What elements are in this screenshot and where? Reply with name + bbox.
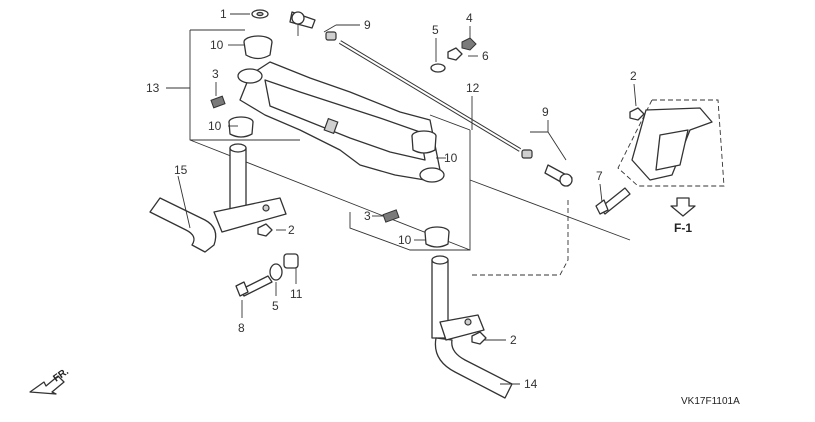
callout-10-mid-left: 10 (208, 119, 222, 133)
callout-12: 12 (466, 81, 480, 95)
front-axle-beam (237, 61, 445, 183)
grease-fitting-mid (382, 209, 400, 223)
mount-bracket (617, 99, 725, 187)
spindle-right (431, 255, 513, 399)
washer-top (251, 9, 269, 19)
callout-3-top: 3 (212, 67, 219, 81)
callout-9-right: 9 (542, 105, 549, 119)
callout-13: 13 (146, 81, 160, 95)
callout-3-mid: 3 (364, 209, 371, 223)
callout-10-mid-right: 10 (444, 151, 458, 165)
leader-lines (166, 13, 637, 385)
callout-2-left: 2 (288, 223, 295, 237)
bushing-bottom-right (424, 226, 450, 248)
nut-2-right (471, 331, 487, 345)
washer-5-bottom (269, 263, 283, 281)
nut-2-bracket (629, 107, 645, 121)
callout-6: 6 (482, 49, 489, 63)
collar-11 (283, 253, 299, 269)
callout-10-bottom: 10 (398, 233, 412, 247)
callout-7: 7 (596, 169, 603, 183)
nut-2-left (257, 223, 273, 237)
nut-6 (447, 47, 463, 61)
callout-1: 1 (220, 7, 227, 21)
guide-line (470, 200, 569, 276)
callout-5-bottom: 5 (272, 299, 279, 313)
callout-15: 15 (174, 163, 188, 177)
bolt-7 (595, 187, 631, 215)
washer-5-top (430, 63, 446, 73)
callout-10-top: 10 (210, 38, 224, 52)
bushing-mid-right (411, 130, 437, 154)
pivot-bolt (235, 275, 273, 297)
arrow-down-icon (670, 197, 696, 217)
callout-9-top: 9 (364, 18, 371, 32)
spindle-left (149, 143, 287, 253)
front-arrow-icon (29, 375, 65, 395)
grease-fitting-left (210, 95, 226, 109)
ball-joint-right (521, 149, 573, 187)
figure-code: VK17F1101A (681, 396, 740, 407)
callout-5-top: 5 (432, 23, 439, 37)
guide-line-2 (469, 179, 631, 241)
tie-rod (338, 40, 522, 152)
callout-2-right: 2 (510, 333, 517, 347)
callout-11: 11 (290, 287, 303, 301)
ref-label-f1: F-1 (674, 221, 692, 235)
callout-14: 14 (524, 377, 538, 391)
assembly-group-outline (189, 29, 471, 251)
callout-2-bracket: 2 (630, 69, 637, 83)
callout-8: 8 (238, 321, 245, 335)
bushing-top-left (243, 35, 273, 60)
ball-joint-top (289, 11, 337, 41)
bushing-mid-left (228, 116, 254, 138)
callout-4: 4 (466, 11, 473, 25)
nut-4 (461, 37, 477, 51)
